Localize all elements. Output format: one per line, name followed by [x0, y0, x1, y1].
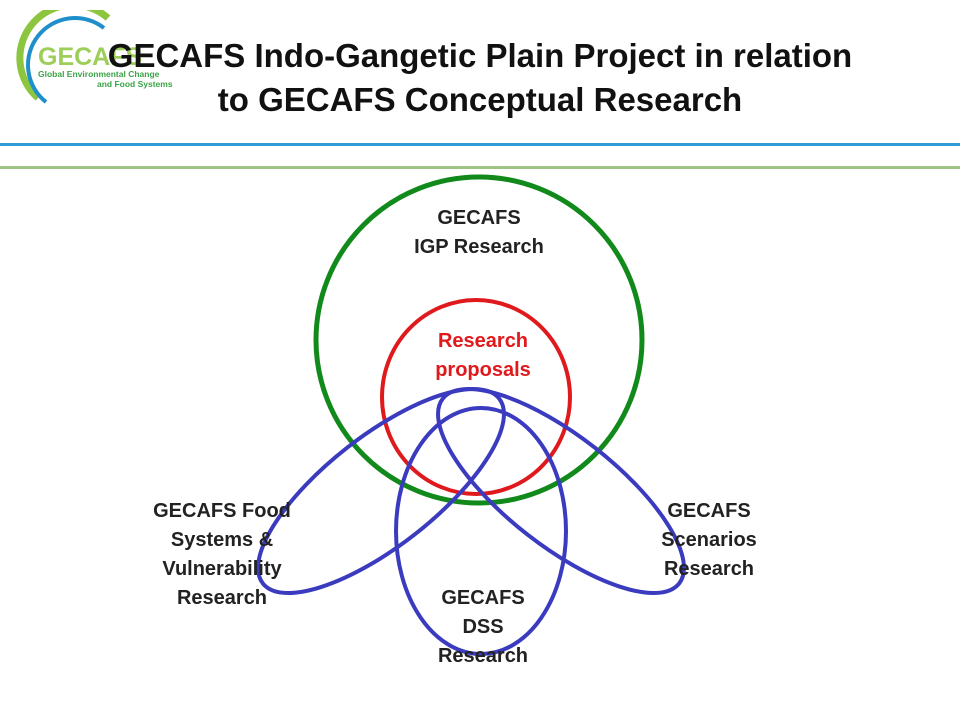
logo-arc-green [16, 10, 111, 101]
page-title-line-2: to GECAFS Conceptual Research [217, 81, 743, 118]
igp-research-label-line-1: GECAFS [437, 207, 521, 229]
scenarios-label-line-3: Research [663, 558, 755, 580]
food-systems-label: GECAFS Food Systems & Vulnerability Rese… [122, 497, 322, 613]
scenarios-label: GECAFS Scenarios Research [609, 497, 809, 584]
food-systems-vulnerability-petal [256, 386, 506, 596]
dss-label: GECAFS DSS Research [383, 584, 583, 671]
header-rule-green [0, 166, 960, 169]
food-systems-label-line-2: Systems & [170, 529, 274, 551]
logo-wordmark: GECAFS [38, 43, 142, 71]
dss-petal [394, 406, 568, 656]
dss-label-line-1: GECAFS [441, 587, 525, 609]
research-proposals-circle [380, 298, 572, 496]
page-title: GECAFS Indo-Gangetic Plain Project in re… [0, 34, 960, 122]
scenarios-petal [436, 386, 686, 596]
food-systems-label-line-1: GECAFS Food [153, 500, 291, 522]
gecafs-logo: GECAFS Global Environmental Change and F… [16, 10, 173, 104]
research-proposals-label-line-1: Research [437, 330, 529, 352]
igp-research-circle [313, 174, 645, 506]
food-systems-label-line-3: Vulnerability [162, 558, 282, 580]
header-rule-blue [0, 143, 960, 146]
igp-research-label: GECAFS IGP Research [379, 204, 579, 262]
logo-arc-blue [26, 16, 106, 104]
page-title-line-1: GECAFS Indo-Gangetic Plain Project in re… [107, 37, 853, 74]
scenarios-label-line-2: Scenarios [661, 529, 757, 551]
research-proposals-label: Research proposals [383, 327, 583, 385]
dss-label-line-3: Research [437, 645, 529, 667]
food-systems-label-line-4: Research [176, 587, 268, 609]
scenarios-label-line-1: GECAFS [667, 500, 751, 522]
research-proposals-label-line-2: proposals [435, 359, 531, 381]
dss-label-line-2: DSS [462, 616, 504, 638]
logo-line-1: Global Environmental Change [38, 69, 160, 79]
igp-research-label-line-2: IGP Research [414, 236, 544, 258]
logo-line-2: and Food Systems [97, 79, 173, 89]
